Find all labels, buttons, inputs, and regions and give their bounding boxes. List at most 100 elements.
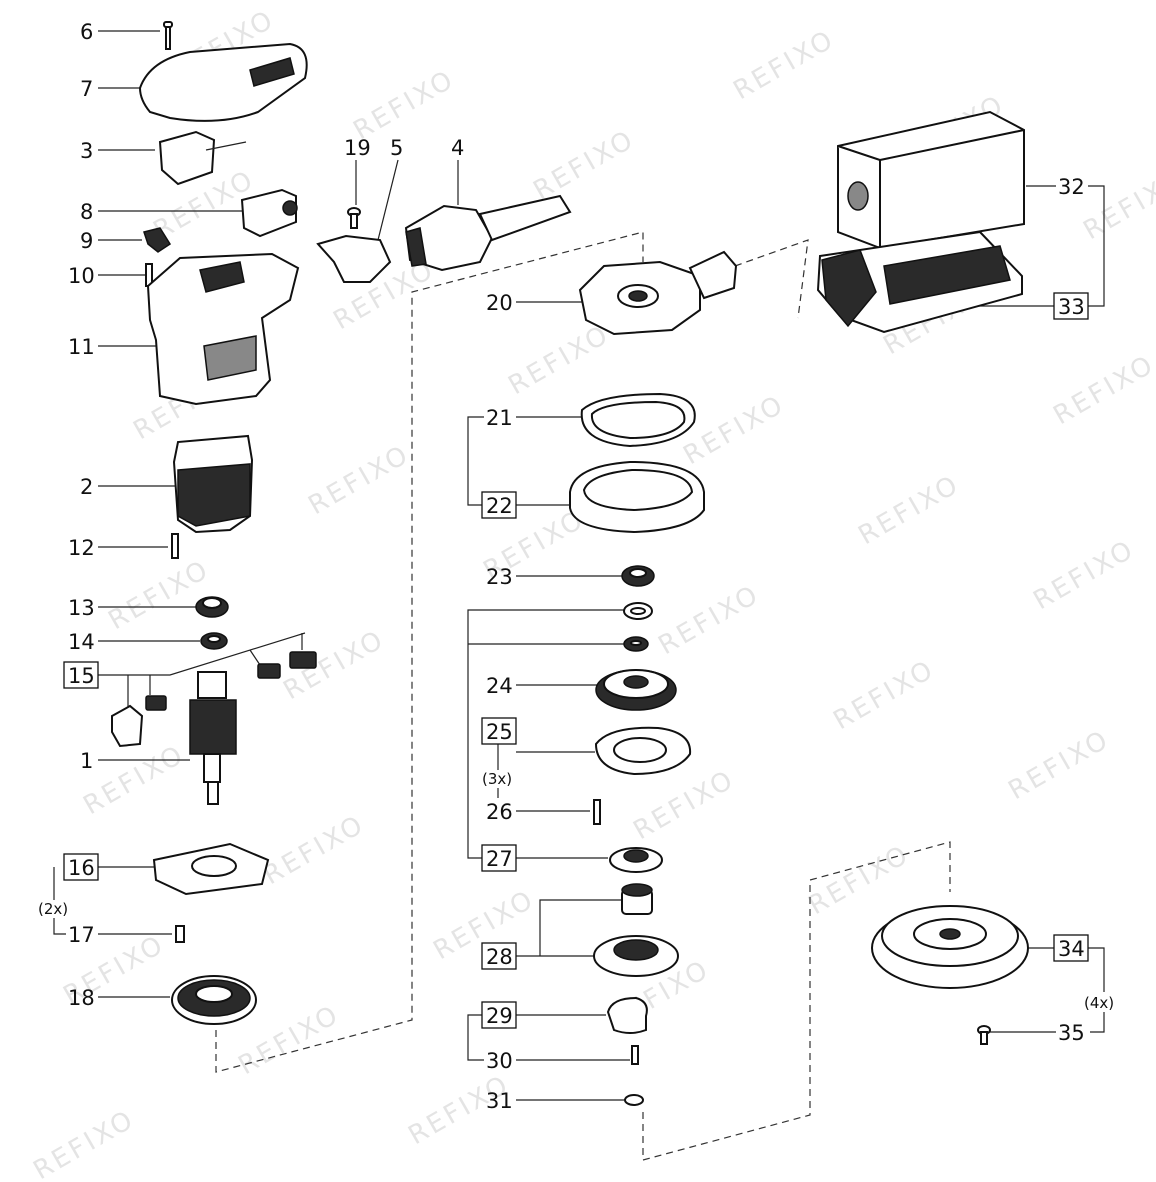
callout-23: 23 (486, 565, 513, 589)
part-6-screw (163, 21, 173, 50)
callout-box-16 (63, 853, 99, 881)
callout-boxes (63, 292, 1089, 1029)
parts (111, 21, 1029, 1106)
part-1-armature (189, 671, 237, 805)
watermark: REFIXO (29, 1104, 141, 1182)
callout-26: 26 (486, 800, 513, 824)
part-11-motor-housing (146, 252, 300, 406)
callout-18: 18 (68, 986, 95, 1010)
callout-box-15 (63, 661, 99, 689)
part-3-switch (158, 130, 216, 186)
callout-5: 5 (390, 136, 403, 160)
callout-3: 3 (80, 139, 93, 163)
callout-6: 6 (80, 20, 93, 44)
callout-box-34 (1053, 934, 1089, 962)
callout-10: 10 (68, 264, 95, 288)
part-22-skirt (569, 460, 705, 534)
callout-17: 17 (68, 923, 95, 947)
watermark: REFIXO (729, 24, 841, 106)
part-28-flange (593, 935, 679, 977)
watermark: REFIXO (104, 554, 216, 636)
callout-32: 32 (1058, 175, 1085, 199)
part-15-carbon-brush (257, 663, 281, 679)
watermark: REFIXO (304, 439, 416, 521)
part-35-screw (977, 1025, 991, 1045)
callout-35: 35 (1058, 1021, 1085, 1045)
watermark: REFIXO (679, 389, 791, 471)
callout-box-29 (481, 1001, 517, 1029)
callout-31: 31 (486, 1089, 513, 1113)
callout-21: 21 (486, 406, 513, 430)
callout-27: 27 (486, 847, 513, 871)
callout-34: 34 (1058, 937, 1085, 961)
callout-19: 19 (344, 136, 371, 160)
guide-line-spindle-to-pad (642, 841, 951, 1161)
callout-box-33 (1053, 292, 1089, 320)
part-28-bearing (621, 883, 653, 915)
callout-28: 28 (486, 945, 513, 969)
part-34-sanding-pad (871, 905, 1029, 989)
part-7-handle-cover (138, 42, 308, 122)
watermark: REFIXO (529, 124, 641, 206)
part-20-base-housing (578, 250, 738, 336)
watermark: REFIXO (829, 654, 941, 736)
callout-box-22 (481, 491, 517, 519)
part-32-filter-box (837, 110, 1025, 250)
guide-line-base-to-dust-box (734, 239, 809, 319)
part-15-brush-holder (111, 704, 144, 748)
leader-lines (53, 30, 1105, 1101)
watermark: REFIXO (1029, 534, 1141, 616)
quantity-16: (2x) (38, 900, 68, 918)
watermark: REFIXO (854, 469, 966, 551)
part-24-impeller (595, 669, 677, 711)
callout-15: 15 (68, 664, 95, 688)
part-8-electronics (240, 188, 297, 238)
watermark: REFIXO (1079, 164, 1156, 246)
callout-2: 2 (80, 475, 93, 499)
part-9-clip (143, 227, 172, 253)
watermark: REFIXO (1049, 349, 1156, 431)
callout-16: 16 (68, 856, 95, 880)
guide-line-motor-to-base (215, 231, 644, 1073)
assembly-guides (215, 231, 951, 1161)
part-4-cable-grommet (404, 194, 572, 272)
callout-29: 29 (486, 1004, 513, 1028)
callout-12: 12 (68, 536, 95, 560)
part-26-screw (593, 799, 601, 825)
part-33-dust-container (816, 230, 1023, 334)
callout-22: 22 (486, 494, 513, 518)
callout-box-25 (481, 717, 517, 745)
part-17-screw (175, 925, 185, 943)
part-19-screw (347, 207, 361, 229)
watermark: REFIXO (654, 579, 766, 661)
callout-13: 13 (68, 596, 95, 620)
callout-11: 11 (68, 335, 95, 359)
part-15-carbon-brush (145, 695, 167, 711)
callout-9: 9 (80, 229, 93, 253)
callout-4: 4 (451, 136, 464, 160)
quantity-34: (4x) (1084, 994, 1114, 1012)
watermark: REFIXO (349, 64, 461, 146)
part-29-eccentric (606, 996, 648, 1034)
part-31-washer (624, 1094, 644, 1106)
watermark: REFIXO (504, 319, 616, 401)
part-18-fan (171, 975, 257, 1025)
callout-8: 8 (80, 200, 93, 224)
callout-33: 33 (1058, 295, 1085, 319)
part-12-screw (171, 533, 179, 559)
callout-30: 30 (486, 1049, 513, 1073)
callout-20: 20 (486, 291, 513, 315)
quantity-25: (3x) (482, 770, 512, 788)
callout-7: 7 (80, 77, 93, 101)
callout-box-27 (481, 844, 517, 872)
watermark: REFIXO (629, 764, 741, 846)
part-7-label-plate (249, 57, 295, 87)
callout-1: 1 (80, 749, 93, 773)
watermark: REFIXO (804, 839, 916, 921)
watermark: REFIXO (79, 739, 191, 821)
part-15-carbon-brush (289, 651, 317, 669)
callout-labels: 6 7 3 8 9 10 11 2 12 13 14 15 1 16 (2x) … (38, 20, 1114, 1113)
part-30-screw (631, 1045, 639, 1065)
callout-24: 24 (486, 674, 513, 698)
watermark: REFIXO (259, 809, 371, 891)
